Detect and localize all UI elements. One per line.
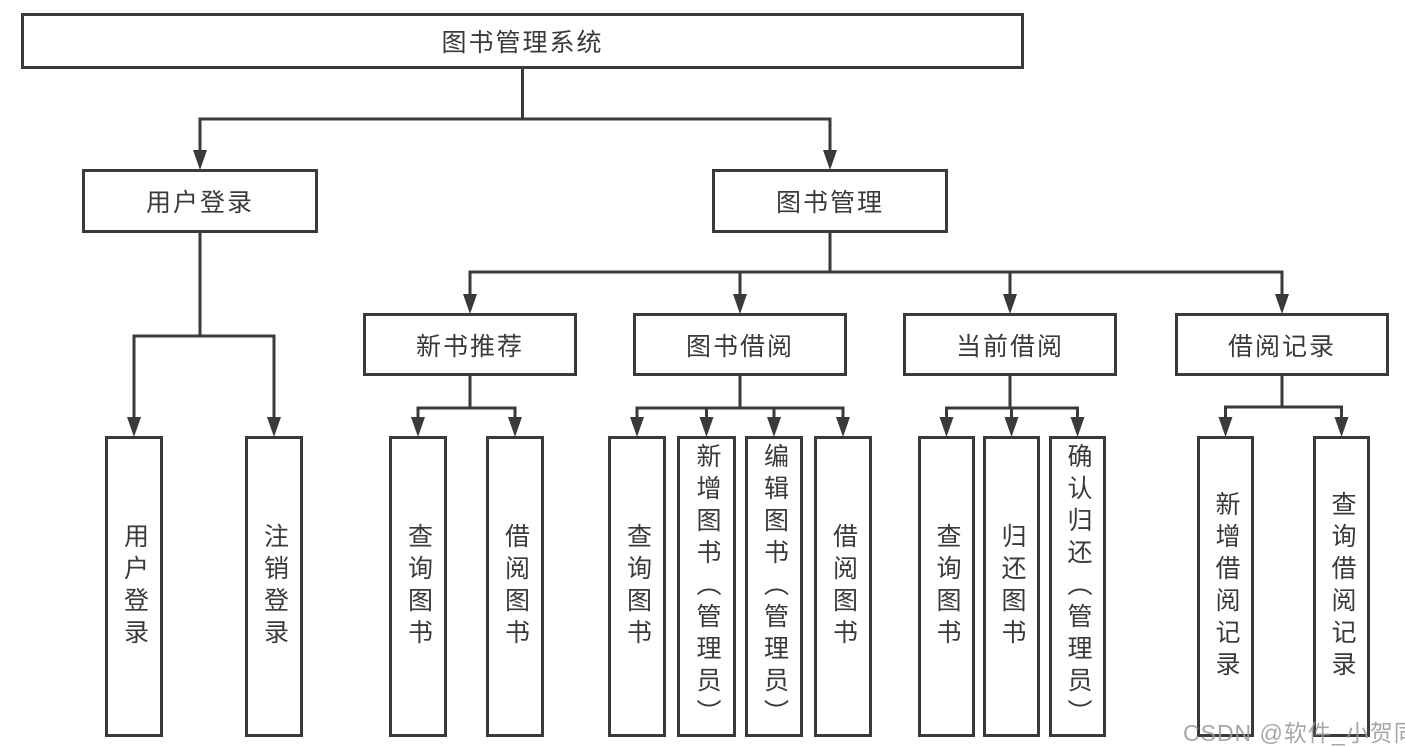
node-leaf-user-login: 用户登录 bbox=[105, 436, 163, 737]
arrowhead-leaf-user-login bbox=[127, 417, 141, 437]
arrowhead-leaf-confirm-return bbox=[1070, 417, 1085, 437]
node-leaf-edit-book: 编辑图书（管理员） bbox=[745, 436, 803, 737]
node-label-leaf-query-book-1: 查询图书 bbox=[404, 522, 433, 651]
arrowhead-new-book-rec bbox=[463, 294, 477, 314]
node-label-root: 图书管理系统 bbox=[441, 29, 604, 57]
node-label-leaf-borrow-book-1: 借阅图书 bbox=[501, 522, 530, 651]
arrowhead-leaf-edit-book bbox=[767, 417, 781, 437]
arrowhead-leaf-add-record bbox=[1218, 417, 1233, 437]
node-label-leaf-borrow-book-2: 借阅图书 bbox=[829, 522, 858, 651]
node-book-mgmt: 图书管理 bbox=[712, 169, 948, 233]
node-current-borrow: 当前借阅 bbox=[903, 313, 1117, 376]
node-leaf-add-record: 新增借阅记录 bbox=[1197, 436, 1254, 737]
node-label-leaf-add-book: 新增图书（管理员） bbox=[693, 442, 721, 731]
node-leaf-logout: 注销登录 bbox=[245, 436, 303, 737]
node-user-login: 用户登录 bbox=[82, 169, 318, 233]
node-label-leaf-query-record: 查询借阅记录 bbox=[1328, 490, 1356, 683]
node-root: 图书管理系统 bbox=[21, 13, 1024, 69]
node-label-leaf-confirm-return: 确认归还（管理员） bbox=[1064, 442, 1092, 731]
arrowhead-leaf-logout bbox=[267, 417, 281, 437]
arrowhead-user-login bbox=[193, 150, 207, 170]
node-leaf-return-book: 归还图书 bbox=[983, 436, 1040, 737]
node-leaf-query-book-2: 查询图书 bbox=[608, 436, 666, 737]
arrowhead-current-borrow bbox=[1003, 294, 1017, 314]
node-book-borrow: 图书借阅 bbox=[633, 313, 847, 376]
node-label-book-mgmt: 图书管理 bbox=[775, 189, 884, 217]
node-leaf-query-book-1: 查询图书 bbox=[389, 436, 447, 737]
node-label-book-borrow: 图书借阅 bbox=[685, 332, 794, 361]
arrowhead-leaf-add-book bbox=[699, 417, 714, 437]
arrowhead-leaf-query-record bbox=[1334, 417, 1349, 437]
arrowhead-book-borrow bbox=[733, 294, 747, 314]
arrowhead-leaf-return-book bbox=[1004, 417, 1019, 437]
node-label-leaf-logout: 注销登录 bbox=[260, 522, 289, 651]
node-leaf-query-book-3: 查询图书 bbox=[918, 436, 975, 737]
node-label-leaf-edit-book: 编辑图书（管理员） bbox=[760, 442, 789, 731]
arrowhead-borrow-records bbox=[1275, 294, 1289, 314]
node-leaf-query-record: 查询借阅记录 bbox=[1313, 436, 1370, 737]
arrowhead-leaf-borrow-book-2 bbox=[836, 417, 850, 437]
node-leaf-add-book: 新增图书（管理员） bbox=[677, 436, 736, 737]
arrowhead-leaf-query-book-3 bbox=[939, 417, 954, 437]
arrowhead-leaf-borrow-book-1 bbox=[508, 417, 522, 437]
node-new-book-rec: 新书推荐 bbox=[363, 313, 577, 376]
node-label-leaf-query-book-3: 查询图书 bbox=[933, 522, 961, 651]
node-leaf-borrow-book-2: 借阅图书 bbox=[814, 436, 872, 737]
node-label-current-borrow: 当前借阅 bbox=[955, 332, 1064, 361]
node-label-leaf-add-record: 新增借阅记录 bbox=[1212, 490, 1240, 683]
node-label-leaf-query-book-2: 查询图书 bbox=[623, 522, 652, 651]
node-label-leaf-return-book: 归还图书 bbox=[998, 522, 1026, 651]
arrowhead-leaf-query-book-2 bbox=[630, 417, 644, 437]
node-label-user-login: 用户登录 bbox=[145, 189, 254, 217]
node-borrow-records: 借阅记录 bbox=[1175, 313, 1389, 376]
node-label-borrow-records: 借阅记录 bbox=[1227, 332, 1336, 361]
arrowhead-book-mgmt bbox=[823, 150, 837, 170]
node-leaf-borrow-book-1: 借阅图书 bbox=[486, 436, 544, 737]
node-label-leaf-user-login: 用户登录 bbox=[120, 522, 149, 651]
arrowhead-leaf-query-book-1 bbox=[411, 417, 425, 437]
node-leaf-confirm-return: 确认归还（管理员） bbox=[1049, 436, 1106, 737]
watermark: CSDN @软件_小贺同学 bbox=[1183, 720, 1405, 746]
node-label-new-book-rec: 新书推荐 bbox=[415, 332, 524, 361]
